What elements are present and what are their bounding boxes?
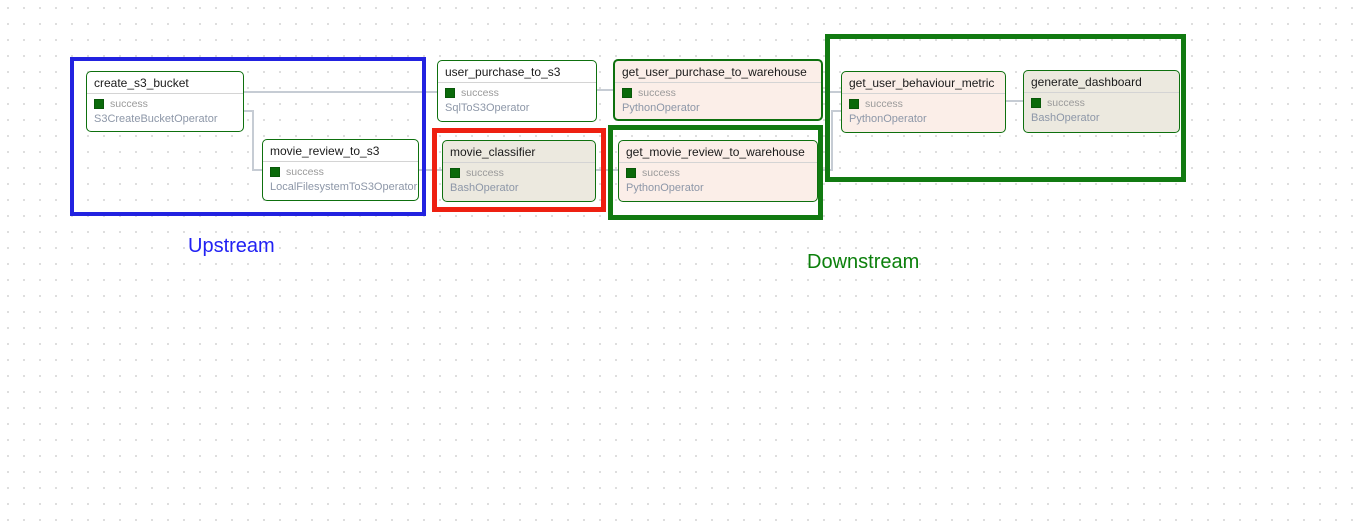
downstream-label: Downstream — [807, 251, 920, 273]
task-operator-label: SqlToS3Operator — [445, 102, 530, 114]
edge-get-movie-review-to-behaviour-metric-seg2 — [831, 110, 833, 171]
task-status-row: success — [615, 83, 821, 99]
task-status-row: success — [263, 162, 418, 178]
task-status-row: success — [842, 94, 1005, 110]
task-status-row: success — [443, 163, 595, 179]
task-status-label: success — [642, 167, 680, 179]
task-status-label: success — [1047, 97, 1085, 109]
task-node-get-user-behaviour-metric[interactable]: get_user_behaviour_metric success Python… — [841, 71, 1006, 133]
task-title: get_movie_review_to_warehouse — [619, 141, 817, 163]
task-node-get-movie-review-to-warehouse[interactable]: get_movie_review_to_warehouse success Py… — [618, 140, 818, 202]
selected-task-highlight-box — [432, 128, 606, 212]
success-square-icon — [622, 88, 632, 98]
edge-user-purchase-to-get-user-purchase — [597, 89, 614, 91]
task-status-label: success — [461, 87, 499, 99]
edge-behaviour-metric-to-generate-dashboard — [1006, 100, 1024, 102]
success-square-icon — [270, 167, 280, 177]
edge-get-user-purchase-to-behaviour-metric — [823, 91, 842, 93]
task-operator-label: PythonOperator — [626, 182, 704, 194]
task-operator-label: PythonOperator — [849, 113, 927, 125]
success-square-icon — [849, 99, 859, 109]
task-title: generate_dashboard — [1024, 71, 1179, 93]
task-status-row: success — [619, 163, 817, 179]
task-title: get_user_purchase_to_warehouse — [615, 61, 821, 83]
task-status-label: success — [466, 167, 504, 179]
success-square-icon — [94, 99, 104, 109]
task-operator-label: S3CreateBucketOperator — [94, 113, 218, 125]
task-status-label: success — [286, 166, 324, 178]
downstream-highlight-box-metrics — [825, 34, 1186, 182]
task-node-get-user-purchase-to-warehouse[interactable]: get_user_purchase_to_warehouse success P… — [613, 59, 823, 121]
task-title: movie_review_to_s3 — [263, 140, 418, 162]
task-operator-label: PythonOperator — [622, 102, 700, 114]
task-title: get_user_behaviour_metric — [842, 72, 1005, 94]
task-node-movie-review-to-s3[interactable]: movie_review_to_s3 success LocalFilesyst… — [262, 139, 419, 201]
task-status-label: success — [110, 98, 148, 110]
task-title: movie_classifier — [443, 141, 595, 163]
edge-get-movie-review-to-behaviour-metric-seg3 — [831, 110, 842, 112]
edge-create-s3-bucket-to-movie-review-seg1 — [244, 110, 254, 112]
task-node-user-purchase-to-s3[interactable]: user_purchase_to_s3 success SqlToS3Opera… — [437, 60, 597, 122]
edge-create-s3-bucket-to-movie-review-seg2 — [252, 110, 254, 171]
task-status-label: success — [865, 98, 903, 110]
task-node-movie-classifier[interactable]: movie_classifier success BashOperator — [442, 140, 596, 202]
edge-movie-classifier-to-get-movie-review — [595, 169, 619, 171]
edge-movie-review-to-movie-classifier — [419, 169, 443, 171]
task-title: user_purchase_to_s3 — [438, 61, 596, 83]
upstream-highlight-box — [70, 57, 426, 216]
success-square-icon — [445, 88, 455, 98]
task-node-generate-dashboard[interactable]: generate_dashboard success BashOperator — [1023, 70, 1180, 133]
task-node-create-s3-bucket[interactable]: create_s3_bucket success S3CreateBucketO… — [86, 71, 244, 132]
task-status-row: success — [1024, 93, 1179, 109]
task-status-label: success — [638, 87, 676, 99]
edge-create-s3-bucket-to-user-purchase — [244, 91, 437, 93]
downstream-highlight-box-movie-review — [608, 125, 823, 220]
success-square-icon — [626, 168, 636, 178]
success-square-icon — [1031, 98, 1041, 108]
task-operator-label: BashOperator — [1031, 112, 1100, 124]
task-status-row: success — [438, 83, 596, 99]
upstream-label: Upstream — [188, 235, 275, 257]
task-operator-label: BashOperator — [450, 182, 519, 194]
success-square-icon — [450, 168, 460, 178]
task-status-row: success — [87, 94, 243, 110]
task-title: create_s3_bucket — [87, 72, 243, 94]
edge-create-s3-bucket-to-movie-review-seg3 — [252, 169, 262, 171]
task-operator-label: LocalFilesystemToS3Operator — [270, 181, 418, 193]
